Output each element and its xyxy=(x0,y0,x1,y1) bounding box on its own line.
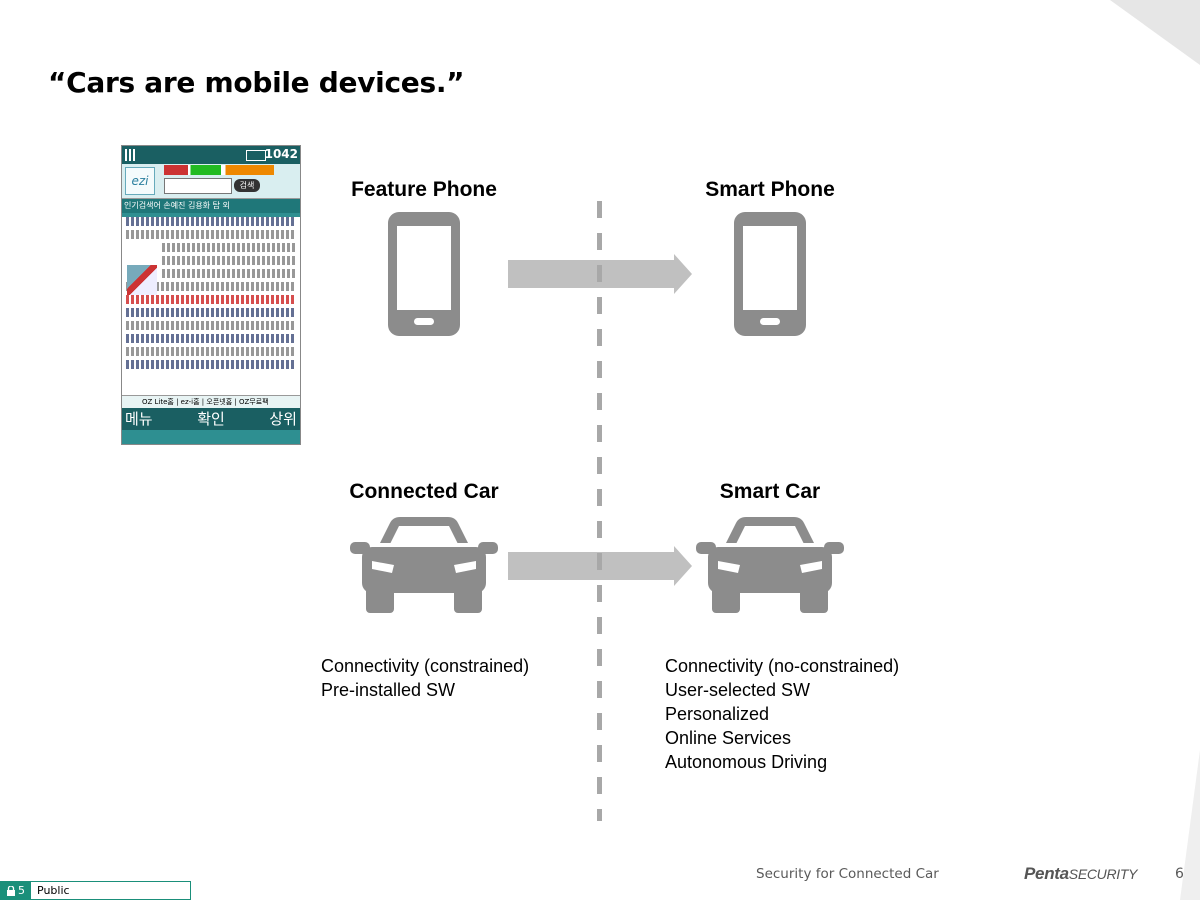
classification-label: 5 Public xyxy=(0,881,191,900)
portal-logos xyxy=(164,165,274,175)
softkey-ok: 확인 xyxy=(197,410,225,428)
connected-car-icon xyxy=(350,517,498,613)
dashed-divider xyxy=(597,201,602,821)
heading-smart-car: Smart Car xyxy=(719,480,821,503)
smart-car-icon xyxy=(696,517,844,613)
feature-phone-screenshot: 1042 ezi 검색 인기검색어 손예진 김용화 탑 외 OZ Lite홈 |… xyxy=(121,145,301,445)
softkey-menu: 메뉴 xyxy=(125,410,153,428)
content-line xyxy=(162,243,296,252)
feature-item: Pre-installed SW xyxy=(321,680,456,700)
content-line xyxy=(126,230,296,239)
penta-security-logo: PentaSECURITY xyxy=(1024,864,1137,884)
corner-decoration-bottom xyxy=(1180,750,1200,900)
feature-item: Connectivity (no-constrained) xyxy=(665,656,900,676)
phone-footer-links: OZ Lite홈 | ez-i홈 | 오픈넷홈 | OZ무료팩 xyxy=(122,395,300,408)
slide-title: “Cars are mobile devices.” xyxy=(48,66,465,99)
corner-decoration-top xyxy=(1110,0,1200,65)
phone-softkeys: 메뉴 확인 상위 xyxy=(122,408,300,430)
feature-phone-icon xyxy=(388,212,460,336)
content-line xyxy=(126,334,296,343)
feature-item: Online Services xyxy=(665,728,792,748)
portal-header: ezi 검색 xyxy=(122,164,300,199)
ezi-logo: ezi xyxy=(125,167,155,195)
heading-connected-car: Connected Car xyxy=(349,480,499,503)
phone-status-bar: 1042 xyxy=(122,146,300,164)
phone-keyword-tabs: 인기검색어 손예진 김용화 탑 외 xyxy=(122,199,300,213)
content-line xyxy=(126,282,296,291)
content-line xyxy=(126,347,296,356)
feature-item: Autonomous Driving xyxy=(665,752,828,772)
classification-level: 5 xyxy=(1,882,31,899)
content-line xyxy=(162,269,296,278)
signal-icon xyxy=(125,149,145,161)
content-line xyxy=(126,217,296,226)
phone-thumbnail xyxy=(127,265,157,295)
brand-main: Penta xyxy=(1024,864,1069,883)
softkey-up: 상위 xyxy=(269,410,297,428)
brand-sub: SECURITY xyxy=(1068,866,1138,882)
battery-icon xyxy=(246,150,266,161)
smart-car-features: Connectivity (no-constrained) User-selec… xyxy=(665,654,899,774)
page-number: 6 xyxy=(1175,866,1184,882)
content-line xyxy=(126,308,296,317)
content-line xyxy=(126,360,296,369)
feature-item: Connectivity (constrained) xyxy=(321,656,530,676)
heading-smart-phone: Smart Phone xyxy=(705,178,835,201)
lock-icon xyxy=(7,885,15,896)
connected-car-features: Connectivity (constrained) Pre-installed… xyxy=(321,654,529,702)
feature-item: User-selected SW xyxy=(665,680,811,700)
classification-level-value: 5 xyxy=(18,884,25,897)
content-line xyxy=(162,256,296,265)
feature-item: Personalized xyxy=(665,704,770,724)
content-line xyxy=(126,295,296,304)
phone-content xyxy=(122,217,300,395)
smart-phone-icon xyxy=(734,212,806,336)
heading-feature-phone: Feature Phone xyxy=(351,178,497,201)
phone-search-input xyxy=(164,178,232,194)
phone-clock: 1042 xyxy=(264,147,298,161)
phone-search-button: 검색 xyxy=(234,179,260,192)
classification-text: Public xyxy=(37,884,70,897)
footer-title: Security for Connected Car xyxy=(756,866,939,882)
content-line xyxy=(126,321,296,330)
